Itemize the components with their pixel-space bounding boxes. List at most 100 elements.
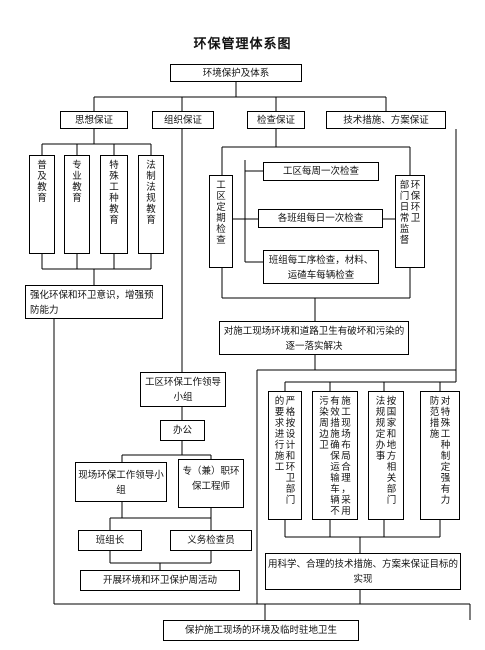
vertical-glyph: 进 bbox=[274, 429, 285, 440]
vertical-glyph: 施 bbox=[330, 429, 340, 440]
node-leader-group: 工区环保工作领导小组 bbox=[140, 372, 226, 407]
vertical-glyph: 及 bbox=[37, 171, 47, 182]
vertical-glyph: 局 bbox=[341, 451, 351, 462]
vertical-glyph: 定 bbox=[216, 202, 226, 213]
vertical-glyph: 查 bbox=[216, 235, 226, 246]
node-office: 办公 bbox=[160, 420, 205, 441]
vertical-glyph: 工 bbox=[341, 407, 351, 418]
node-edu1: 普及教育 bbox=[29, 155, 55, 254]
vertical-glyph: 业 bbox=[72, 171, 82, 182]
vertical-glyph: 教 bbox=[146, 204, 156, 215]
vertical-glyph: 部 bbox=[399, 180, 410, 191]
vertical-glyph: 强 bbox=[440, 473, 451, 484]
vertical-glyph: 格 bbox=[285, 407, 296, 418]
vertical-glyph: 采 bbox=[341, 495, 351, 506]
node-tech: 技术措施、方案保证 bbox=[326, 111, 446, 129]
vertical-glyph: 不 bbox=[330, 506, 340, 517]
vertical-glyph: 国 bbox=[386, 407, 397, 418]
node-tech1: 严格按设计和环卫部门 的要求进行施工 bbox=[268, 391, 302, 520]
vertical-glyph: 特 bbox=[440, 407, 451, 418]
vertical-glyph: 场 bbox=[341, 429, 351, 440]
vertical-glyph: 效 bbox=[330, 407, 340, 418]
node-site-check: 工区定期检查 bbox=[209, 175, 233, 268]
vertical-glyph: 部 bbox=[386, 484, 397, 495]
vertical-glyph: 工 bbox=[216, 180, 226, 191]
vertical-glyph: 法 bbox=[146, 182, 156, 193]
node-daily: 各班组每日一次检查 bbox=[258, 209, 383, 228]
node-tech2-col3: 污染周边卫 bbox=[319, 396, 329, 451]
node-awareness: 强化环保和环卫意识，增强预防能力 bbox=[25, 285, 163, 319]
vertical-glyph: 区 bbox=[216, 191, 226, 202]
vertical-glyph: 工 bbox=[440, 429, 451, 440]
vertical-glyph: 有 bbox=[440, 484, 451, 495]
node-edu4-text: 法制法规教育 bbox=[146, 160, 156, 226]
vertical-glyph: 规 bbox=[375, 407, 386, 418]
node-thought: 思想保证 bbox=[60, 111, 128, 129]
vertical-glyph: 办 bbox=[375, 440, 386, 451]
vertical-glyph: 卫 bbox=[319, 440, 329, 451]
vertical-glyph: 染 bbox=[319, 407, 329, 418]
vertical-glyph: 措 bbox=[330, 418, 340, 429]
vertical-glyph: 按 bbox=[285, 418, 296, 429]
vertical-glyph: 定 bbox=[440, 462, 451, 473]
vertical-glyph: 特 bbox=[109, 160, 119, 171]
vertical-glyph: 保 bbox=[410, 191, 421, 202]
vertical-glyph: 措 bbox=[429, 418, 440, 429]
node-tech3-col1: 按国家和地方相关部门 bbox=[387, 396, 397, 506]
node-edu2: 专业教育 bbox=[64, 155, 90, 254]
vertical-glyph: 计 bbox=[285, 440, 296, 451]
vertical-glyph: 要 bbox=[274, 407, 285, 418]
vertical-glyph: 卫 bbox=[410, 213, 421, 224]
vertical-glyph: 育 bbox=[72, 193, 82, 204]
node-process: 班组每工序检查，材料、运碴车每辆检查 bbox=[263, 250, 379, 284]
vertical-glyph: 门 bbox=[386, 495, 397, 506]
vertical-glyph: 专 bbox=[72, 160, 82, 171]
vertical-glyph: 防 bbox=[429, 396, 440, 407]
vertical-glyph: 设 bbox=[285, 429, 296, 440]
vertical-glyph: 求 bbox=[274, 418, 285, 429]
node-root: 环境保护及体系 bbox=[170, 64, 302, 82]
vertical-glyph: 对 bbox=[440, 396, 451, 407]
node-edu2-text: 专业教育 bbox=[72, 160, 82, 204]
vertical-glyph: 环 bbox=[410, 202, 421, 213]
node-dept-check: 环保环卫 部门日常监督 bbox=[395, 175, 425, 268]
vertical-glyph: 有 bbox=[330, 396, 340, 407]
node-tech2: 施工现场布局合理，采用 有效措施确保运输车辆不 污染周边卫 bbox=[312, 391, 358, 520]
vertical-glyph: 规 bbox=[146, 193, 156, 204]
vertical-glyph: 按 bbox=[386, 396, 397, 407]
node-org: 组织保证 bbox=[152, 111, 214, 129]
vertical-glyph: 辆 bbox=[330, 495, 340, 506]
vertical-glyph: 施 bbox=[274, 451, 285, 462]
vertical-glyph: 制 bbox=[440, 451, 451, 462]
node-tech4-col1: 对特殊工种制定强有力 bbox=[441, 396, 451, 506]
node-inspector: 义务检查员 bbox=[170, 530, 252, 551]
vertical-glyph: 部 bbox=[285, 484, 296, 495]
vertical-glyph: 污 bbox=[319, 396, 329, 407]
vertical-glyph: 环 bbox=[285, 462, 296, 473]
vertical-glyph: 保 bbox=[330, 451, 340, 462]
vertical-glyph: 常 bbox=[399, 213, 410, 224]
vertical-glyph: 工 bbox=[109, 182, 119, 193]
vertical-glyph: 用 bbox=[341, 506, 351, 517]
vertical-glyph: 布 bbox=[341, 440, 351, 451]
node-edu3: 特殊工种教育 bbox=[100, 155, 128, 254]
node-tech3-col2: 法规规定办事 bbox=[376, 396, 386, 462]
node-solve: 对施工现场环境和道路卫生有破坏和污染的逐一落实解决 bbox=[219, 321, 409, 355]
node-tech4-col2: 防范措施 bbox=[430, 396, 440, 440]
vertical-glyph: 制 bbox=[146, 171, 156, 182]
vertical-glyph: 家 bbox=[386, 418, 397, 429]
vertical-glyph: 育 bbox=[146, 215, 156, 226]
vertical-glyph: 期 bbox=[216, 213, 226, 224]
vertical-glyph: 严 bbox=[285, 396, 296, 407]
node-check: 检查保证 bbox=[247, 111, 305, 129]
vertical-glyph: 施 bbox=[341, 396, 351, 407]
vertical-glyph: 规 bbox=[375, 418, 386, 429]
node-dept-check-col2: 部门日常监督 bbox=[400, 180, 410, 246]
node-final: 保护施工现场的环境及临时驻地卫生 bbox=[163, 620, 359, 641]
node-weekly: 工区每周一次检查 bbox=[263, 162, 379, 181]
vertical-glyph: 殊 bbox=[109, 171, 119, 182]
diagram-title: 环保管理体系图 bbox=[193, 37, 292, 52]
node-tech1-col1: 严格按设计和环卫部门 bbox=[286, 396, 296, 506]
node-science: 用科学、合理的技术措施、方案来保证目标的实现 bbox=[265, 553, 461, 590]
